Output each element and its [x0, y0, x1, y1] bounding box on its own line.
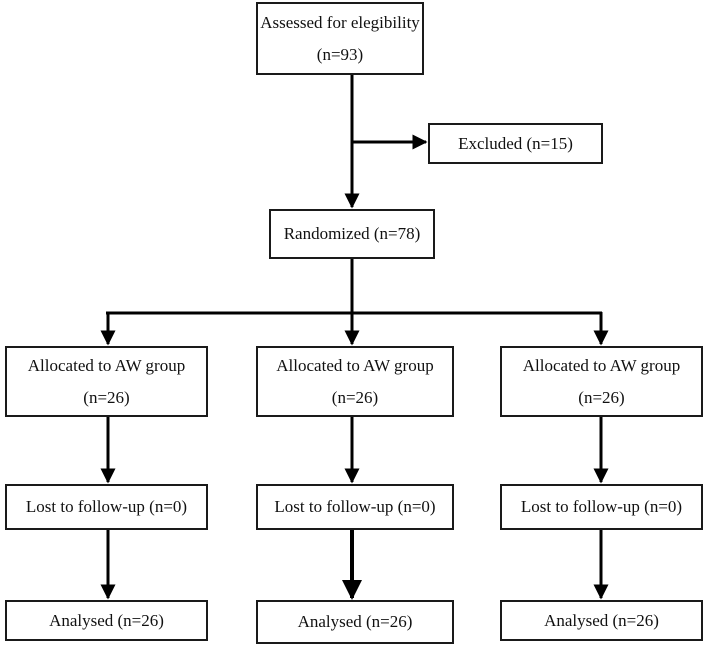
allocated-count: (n=26) [83, 387, 130, 407]
excluded-box: Excluded (n=15) [428, 123, 603, 164]
lost-followup-label: Lost to follow-up (n=0) [274, 497, 436, 517]
analysed-box-1: Analysed (n=26) [5, 600, 208, 641]
allocated-label: Allocated to AW group [522, 355, 681, 375]
allocated-count: (n=26) [331, 387, 379, 407]
lost-followup-label: Lost to follow-up (n=0) [25, 497, 188, 517]
allocated-label: Allocated to AW group [276, 355, 434, 375]
allocated-box-2: Allocated to AW group (n=26) [256, 346, 454, 417]
assessed-label: Assessed for elegibility [260, 12, 420, 32]
lost-followup-box-2: Lost to follow-up (n=0) [256, 484, 454, 530]
analysed-label: Analysed (n=26) [544, 610, 659, 630]
allocated-box-1: Allocated to AW group (n=26) [5, 346, 208, 417]
analysed-label: Analysed (n=26) [297, 612, 413, 632]
randomized-box: Randomized (n=78) [269, 209, 435, 259]
lost-followup-box-3: Lost to follow-up (n=0) [500, 484, 703, 530]
allocated-box-3: Allocated to AW group (n=26) [500, 346, 703, 417]
assessed-box: Assessed for elegibility (n=93) [256, 2, 424, 75]
lost-followup-box-1: Lost to follow-up (n=0) [5, 484, 208, 530]
analysed-box-2: Analysed (n=26) [256, 600, 454, 644]
randomized-label: Randomized (n=78) [283, 224, 421, 244]
analysed-label: Analysed (n=26) [49, 610, 164, 630]
assessed-count: (n=93) [316, 44, 364, 64]
excluded-label: Excluded (n=15) [458, 133, 573, 153]
allocated-count: (n=26) [578, 387, 625, 407]
allocated-label: Allocated to AW group [27, 355, 186, 375]
lost-followup-label: Lost to follow-up (n=0) [520, 497, 683, 517]
analysed-box-3: Analysed (n=26) [500, 600, 703, 641]
